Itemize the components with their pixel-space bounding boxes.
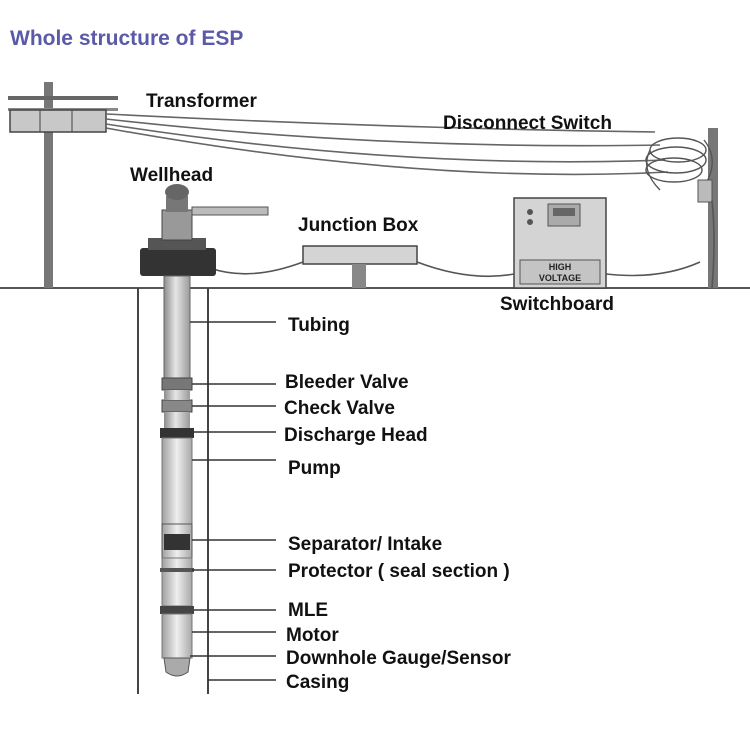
switchboard-sign-line2: VOLTAGE (539, 273, 581, 283)
label-protector: Protector ( seal section ) (288, 561, 510, 582)
power-lines (105, 113, 669, 176)
utility-pole-right (645, 128, 718, 289)
discharge-head-part (160, 428, 194, 438)
downhole-gauge-part (163, 657, 191, 677)
label-downhole-gauge: Downhole Gauge/Sensor (286, 648, 511, 669)
label-wellhead: Wellhead (130, 165, 214, 186)
switchboard-icon: HIGH VOLTAGE (513, 197, 607, 289)
label-bleeder-valve: Bleeder Valve (285, 372, 409, 393)
protector-part (161, 557, 193, 607)
label-separator-intake: Separator/ Intake (288, 534, 443, 555)
transformer-icon (9, 109, 107, 133)
switchboard-sign-line1: HIGH (549, 262, 572, 272)
casing (137, 288, 209, 694)
mle-part (160, 606, 194, 614)
separator-intake-part (161, 523, 193, 559)
bleeder-valve-part (161, 377, 193, 391)
utility-pole-left (8, 82, 118, 288)
label-motor: Motor (286, 625, 339, 646)
label-switchboard: Switchboard (500, 294, 615, 315)
label-tubing: Tubing (288, 315, 350, 336)
surface-cable (209, 261, 701, 278)
label-disconnect-switch: Disconnect Switch (443, 113, 612, 134)
tubing-string (163, 275, 191, 381)
wellhead-icon (140, 184, 269, 276)
label-pump: Pump (288, 458, 341, 479)
label-discharge-head: Discharge Head (284, 425, 428, 446)
pump-part (161, 437, 193, 525)
leader-lines (190, 321, 276, 681)
diagram-title: Whole structure of ESP (10, 27, 244, 50)
label-transformer: Transformer (146, 91, 257, 112)
label-junction-box: Junction Box (298, 215, 419, 236)
label-mle: MLE (288, 600, 329, 621)
junction-box-icon (302, 245, 418, 288)
label-check-valve: Check Valve (284, 398, 395, 419)
check-valve-part (161, 399, 193, 413)
label-casing: Casing (286, 672, 350, 693)
motor-part (161, 613, 193, 659)
